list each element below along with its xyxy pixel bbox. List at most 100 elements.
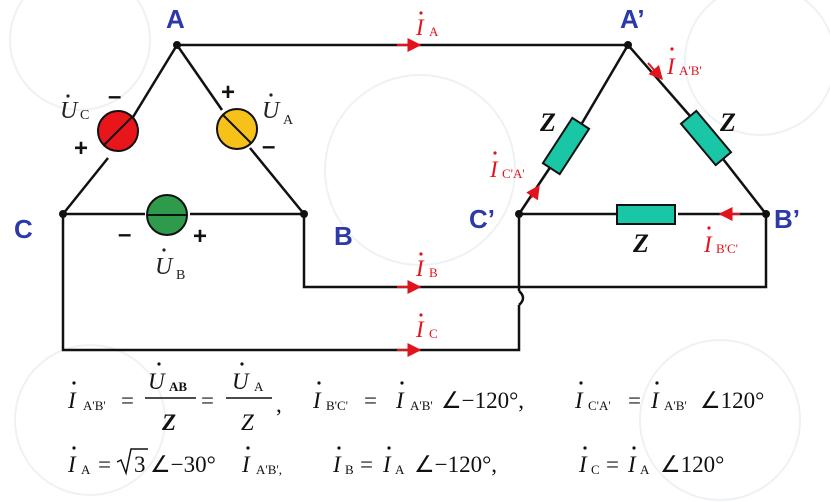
svg-text:I: I [332,452,342,477]
svg-text:B'C': B'C' [716,241,738,256]
svg-text:+: + [221,79,235,106]
svg-text:I: I [627,452,637,477]
svg-text:A'B': A'B' [664,398,687,413]
svg-text:I: I [312,388,322,413]
polarity-signs: – + + – – + [74,79,275,250]
svg-text:∠−30°: ∠−30° [150,452,216,477]
svg-text:I: I [703,232,713,257]
svg-text:∠120°: ∠120° [660,452,724,477]
formula-ia: I A = 3 ∠−30° I A'B', [67,446,282,477]
svg-text:I: I [241,452,251,477]
svg-text:I: I [666,54,676,79]
impedance-labels: Z Z Z [539,108,736,258]
impedance-ca [541,116,591,176]
load-ca-upper [576,44,630,131]
svg-text:U: U [148,369,166,394]
svg-text:I: I [395,388,405,413]
svg-text:I: I [67,452,77,477]
svg-text:A'B': A'B' [679,63,702,78]
svg-text:+: + [74,135,88,162]
svg-text:=: = [628,388,641,413]
svg-text:C'A': C'A' [588,398,611,413]
arrow-iab [647,62,663,81]
svg-text:AB: AB [169,379,187,394]
svg-text:C: C [80,108,89,123]
impedance-bc [616,204,676,225]
source-side-a-to-b-upper [175,44,224,111]
svg-text:A'B': A'B' [410,398,433,413]
svg-text:+: + [193,223,207,250]
load-ab-lower [715,149,767,215]
svg-text:C: C [429,326,438,341]
node-a-prime: A’ [620,4,645,34]
impedances [541,109,733,225]
svg-text:Z: Z [539,108,556,137]
svg-text:C: C [591,462,600,477]
svg-text:=: = [201,388,214,413]
svg-text:B'C': B'C' [326,398,348,413]
node-c: C [14,214,33,244]
svg-text:A: A [254,379,264,394]
svg-text:A'B': A'B' [83,398,106,413]
svg-text:B: B [429,265,438,280]
svg-text:Z: Z [719,108,736,137]
svg-text:∠−120°,: ∠−120°, [441,388,524,413]
svg-text:=: = [606,452,619,477]
wiring [61,43,768,352]
svg-text:∠−120°,: ∠−120°, [414,452,497,477]
svg-text:A: A [81,462,91,477]
svg-text:U: U [60,98,79,124]
sources [97,108,258,236]
line-b-to-b2 [520,214,768,289]
formula-ib: I B = I A ∠−120°, [332,446,497,477]
arrow-ica [526,184,540,201]
svg-text:I: I [489,157,499,182]
source-side-ab [128,44,179,123]
svg-text:A: A [395,462,405,477]
svg-text:I: I [574,388,584,413]
line-c-hop [518,290,525,306]
formula-ica: I C'A' = I A'B' ∠120° [574,381,764,413]
svg-text:I: I [67,388,77,413]
svg-text:Z: Z [161,410,176,435]
line-b [302,214,520,289]
svg-text:,: , [276,392,282,417]
svg-text:=: = [364,388,377,413]
line-c [61,214,521,352]
source-side-ab-lower [62,157,109,215]
svg-text:Z: Z [632,229,649,258]
source-side-a-to-b-lower [249,147,305,215]
formula-iab-ratio: I A'B' = U AB Z = U A Z , [67,362,282,435]
svg-text:3: 3 [134,452,146,477]
current-arrows [397,38,740,357]
svg-text:A: A [640,462,650,477]
svg-text:B: B [176,268,185,283]
formula-block: I A'B' = U AB Z = U A Z , I B'C' = I A'B… [67,362,764,477]
node-b-prime: B’ [774,204,800,234]
svg-text:=: = [121,388,134,413]
formula-ibc: I B'C' = I A'B' ∠−120°, [312,381,524,413]
node-b: B [334,221,353,251]
svg-text:Z: Z [241,410,254,435]
formula-ic: I C = I A ∠120° [578,446,724,477]
svg-text:I: I [415,317,425,342]
node-a: A [166,4,185,34]
junction-dots [59,41,770,218]
node-c-prime: C’ [469,204,495,234]
svg-text:C'A': C'A' [502,166,525,181]
load-ab-upper [627,44,698,125]
svg-text:–: – [262,133,275,160]
svg-text:U: U [262,98,281,124]
impedance-ab [679,109,733,167]
